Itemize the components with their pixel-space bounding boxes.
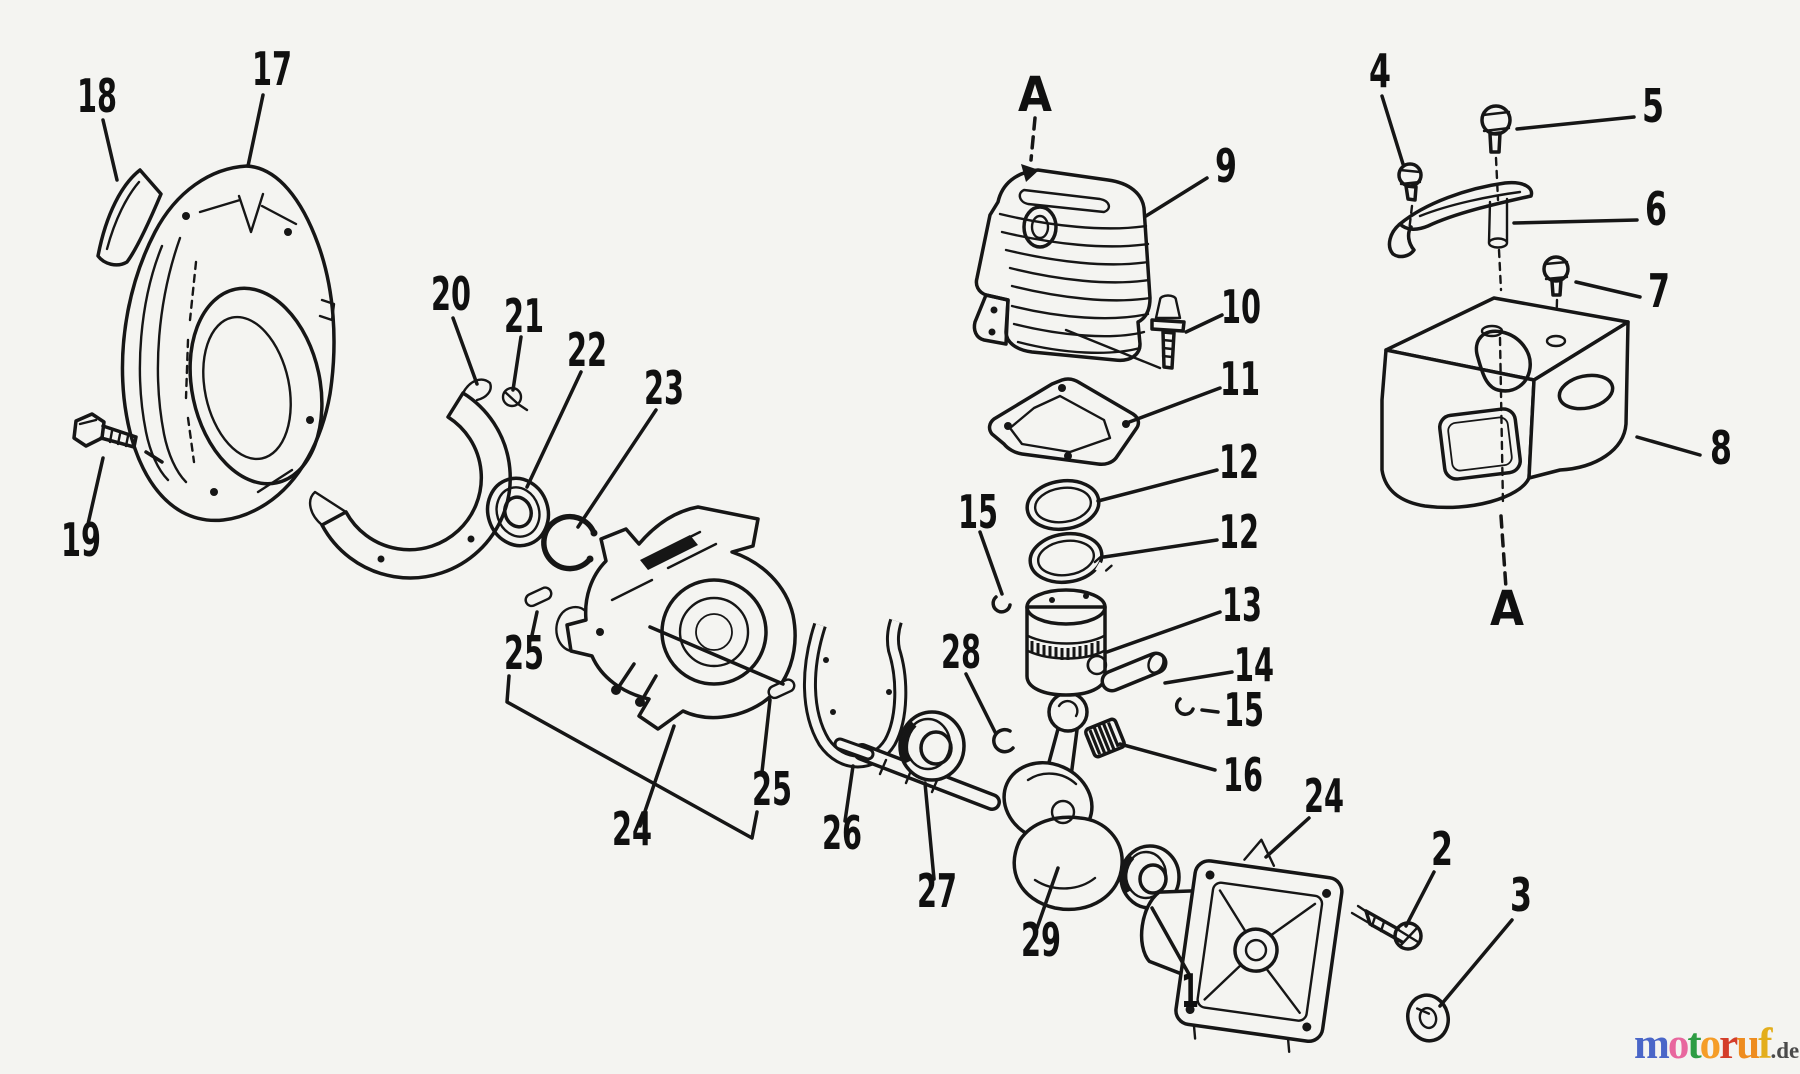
label-17: 17 xyxy=(252,42,292,96)
part-dowel-pin-left xyxy=(524,586,553,608)
label-25-left: 25 xyxy=(504,626,544,680)
label-25-right: 25 xyxy=(752,762,792,816)
part-needle-bearing xyxy=(1084,717,1126,759)
part-bolt-2 xyxy=(1350,904,1423,951)
part-base-gasket xyxy=(987,377,1141,466)
label-19: 19 xyxy=(61,513,101,567)
part-bolt-5 xyxy=(1480,104,1512,202)
label-10: 10 xyxy=(1221,280,1261,334)
motoruf-logo[interactable]: motoruf.de xyxy=(1634,1022,1800,1072)
label-24-center: 24 xyxy=(612,802,652,856)
label-22: 22 xyxy=(567,323,607,377)
label-2: 2 xyxy=(1431,822,1453,876)
part-clip-28 xyxy=(992,727,1015,754)
part-pin-clip-right xyxy=(1174,697,1195,717)
label-12-top: 12 xyxy=(1219,435,1259,489)
label-3: 3 xyxy=(1510,868,1532,922)
part-bolt-4 xyxy=(1397,162,1423,242)
label-12-bottom: 12 xyxy=(1219,505,1259,559)
label-28: 28 xyxy=(941,625,981,679)
label-15-right: 15 xyxy=(1224,683,1264,737)
logo-letter: o xyxy=(1667,1021,1689,1068)
part-crankcase-flywheel-side xyxy=(555,505,797,731)
part-crankcase-gasket xyxy=(803,618,908,769)
part-bracket-6 xyxy=(1387,180,1534,292)
label-23: 23 xyxy=(644,361,684,415)
logo-letter: t xyxy=(1687,1021,1701,1068)
logo-letter: o xyxy=(1699,1021,1721,1068)
label-4: 4 xyxy=(1369,44,1391,98)
label-13: 13 xyxy=(1222,578,1262,632)
part-bolt-10 xyxy=(1150,294,1186,370)
label-14: 14 xyxy=(1234,638,1274,692)
label-24-right: 24 xyxy=(1304,769,1344,823)
label-26: 26 xyxy=(822,806,862,860)
label-section-a-bottom: A xyxy=(1490,581,1524,637)
part-cylinder-cover xyxy=(1380,296,1630,510)
label-16: 16 xyxy=(1223,748,1263,802)
label-7: 7 xyxy=(1648,264,1670,318)
part-cylinder xyxy=(972,168,1152,363)
part-number-labels: 17 18 19 20 21 22 23 25 24 25 26 27 28 2… xyxy=(61,42,1732,1018)
logo-letter: m xyxy=(1634,1021,1670,1068)
part-crankcase-clutch-side xyxy=(1139,838,1344,1053)
part-oil-seal xyxy=(485,476,551,548)
label-6: 6 xyxy=(1645,182,1667,236)
section-marker-a-top xyxy=(1021,116,1039,182)
part-snap-ring-23 xyxy=(541,513,598,572)
part-shroud-band xyxy=(308,378,512,580)
label-section-a-top: A xyxy=(1018,67,1052,123)
leader-lines xyxy=(86,93,1702,1008)
label-5: 5 xyxy=(1642,79,1664,133)
logo-letter: u xyxy=(1736,1021,1760,1068)
part-bolt-19 xyxy=(72,412,164,464)
part-ball-bearing-27 xyxy=(898,710,966,782)
part-starter-plate xyxy=(96,168,163,267)
label-15-left: 15 xyxy=(958,485,998,539)
label-27: 27 xyxy=(917,864,957,918)
label-8: 8 xyxy=(1710,421,1732,475)
section-marker-a-bottom xyxy=(1499,514,1508,590)
part-pin-clip-left xyxy=(991,595,1012,614)
part-piston-ring-bottom xyxy=(1028,531,1113,585)
logo-letter: r xyxy=(1719,1021,1738,1068)
label-1: 1 xyxy=(1181,964,1199,1018)
logo-letter: f xyxy=(1758,1021,1772,1068)
part-screw-21 xyxy=(501,386,529,412)
part-piston xyxy=(1025,588,1108,697)
label-11: 11 xyxy=(1220,352,1260,406)
label-9: 9 xyxy=(1215,139,1237,193)
label-18: 18 xyxy=(77,69,117,123)
part-washer-3 xyxy=(1406,993,1450,1043)
part-piston-ring-top xyxy=(1025,478,1101,532)
logo-suffix: .de xyxy=(1770,1038,1800,1063)
label-29: 29 xyxy=(1021,913,1061,967)
label-21: 21 xyxy=(504,289,544,343)
part-fan-housing xyxy=(120,164,336,523)
label-20: 20 xyxy=(431,267,471,321)
part-piston-pin xyxy=(1100,651,1168,693)
